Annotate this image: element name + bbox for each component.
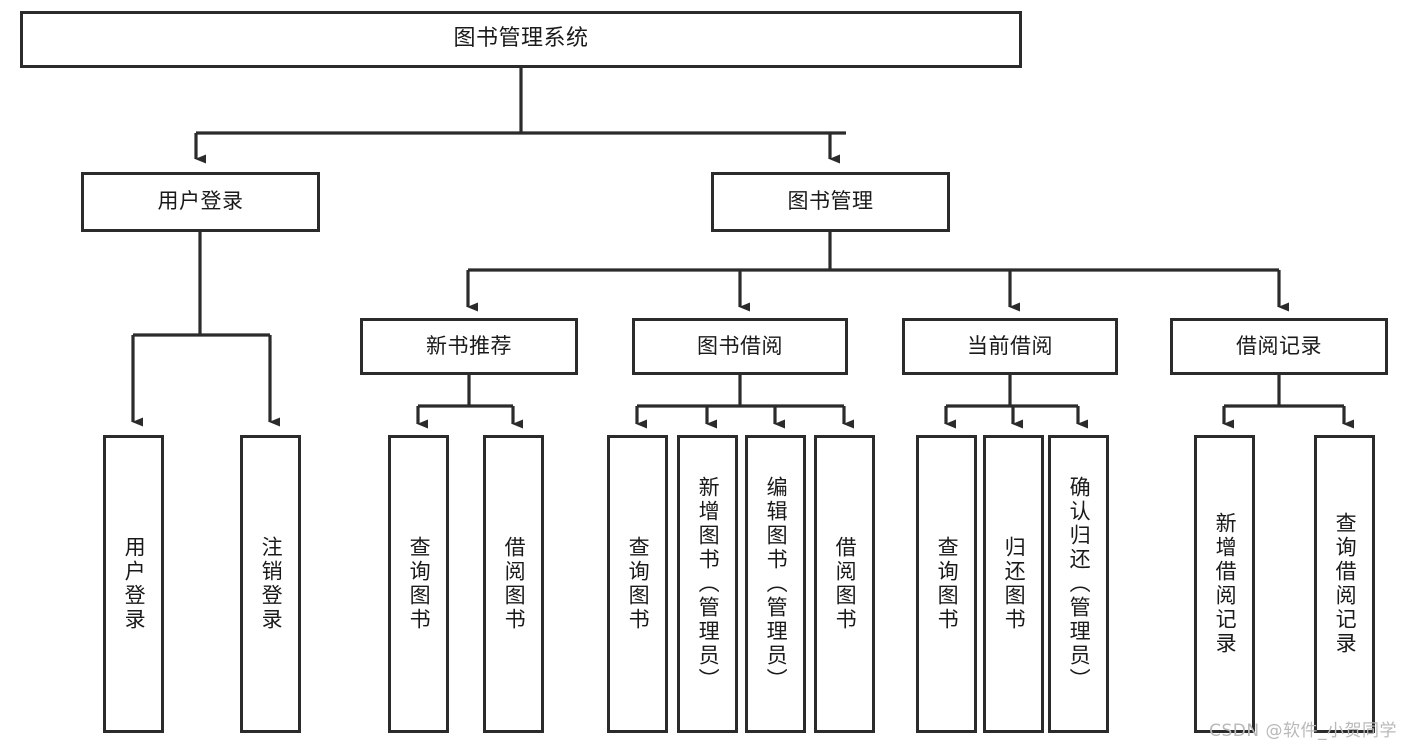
node-leaf-confirm-return[interactable]: 确认归还（管理员） bbox=[1048, 435, 1109, 733]
node-leaf-borrow-book-2[interactable]: 借阅图书 bbox=[814, 435, 875, 733]
node-leaf-user-login-label: 用户登录 bbox=[122, 536, 147, 632]
node-leaf-edit-book[interactable]: 编辑图书（管理员） bbox=[745, 435, 806, 733]
node-user-login-label: 用户登录 bbox=[157, 189, 244, 214]
node-book-borrow-label: 图书借阅 bbox=[697, 333, 783, 358]
node-book-borrow[interactable]: 图书借阅 bbox=[632, 318, 848, 375]
node-leaf-query-book-3[interactable]: 查询图书 bbox=[916, 435, 977, 733]
node-leaf-add-book-label: 新增图书（管理员） bbox=[696, 476, 721, 692]
node-book-management-label: 图书管理 bbox=[787, 189, 874, 214]
node-current-borrow-label: 当前借阅 bbox=[967, 333, 1053, 358]
node-leaf-user-logout-label: 注销登录 bbox=[259, 536, 284, 632]
node-leaf-return-book-label: 归还图书 bbox=[1002, 536, 1027, 632]
node-leaf-user-login[interactable]: 用户登录 bbox=[103, 435, 164, 733]
node-leaf-query-book-1[interactable]: 查询图书 bbox=[388, 435, 449, 733]
node-leaf-borrow-book-2-label: 借阅图书 bbox=[833, 536, 858, 632]
node-leaf-query-record-label: 查询借阅记录 bbox=[1333, 512, 1358, 656]
node-leaf-query-book-2[interactable]: 查询图书 bbox=[607, 435, 668, 733]
node-leaf-borrow-book-1-label: 借阅图书 bbox=[502, 536, 527, 632]
node-leaf-add-record[interactable]: 新增借阅记录 bbox=[1194, 435, 1255, 733]
node-current-borrow[interactable]: 当前借阅 bbox=[902, 318, 1118, 375]
node-root-label: 图书管理系统 bbox=[453, 26, 589, 52]
node-root-book-management-system[interactable]: 图书管理系统 bbox=[20, 11, 1022, 68]
node-leaf-edit-book-label: 编辑图书（管理员） bbox=[764, 476, 789, 692]
node-leaf-borrow-book-1[interactable]: 借阅图书 bbox=[483, 435, 544, 733]
node-new-book-recommend-label: 新书推荐 bbox=[426, 333, 512, 358]
node-borrow-record-label: 借阅记录 bbox=[1236, 333, 1322, 358]
node-leaf-query-book-1-label: 查询图书 bbox=[407, 536, 432, 632]
node-leaf-query-book-3-label: 查询图书 bbox=[935, 536, 960, 632]
watermark-text: CSDN @软件_小贺同学 bbox=[1209, 721, 1397, 741]
node-leaf-user-logout[interactable]: 注销登录 bbox=[240, 435, 301, 733]
node-user-login[interactable]: 用户登录 bbox=[81, 172, 320, 232]
node-leaf-confirm-return-label: 确认归还（管理员） bbox=[1067, 476, 1092, 692]
node-leaf-return-book[interactable]: 归还图书 bbox=[983, 435, 1044, 733]
node-leaf-add-record-label: 新增借阅记录 bbox=[1213, 512, 1238, 656]
node-new-book-recommend[interactable]: 新书推荐 bbox=[360, 318, 578, 375]
node-leaf-query-book-2-label: 查询图书 bbox=[626, 536, 651, 632]
node-leaf-query-record[interactable]: 查询借阅记录 bbox=[1314, 435, 1375, 733]
node-borrow-record[interactable]: 借阅记录 bbox=[1170, 318, 1388, 375]
node-book-management[interactable]: 图书管理 bbox=[711, 172, 950, 232]
node-leaf-add-book[interactable]: 新增图书（管理员） bbox=[677, 435, 738, 733]
